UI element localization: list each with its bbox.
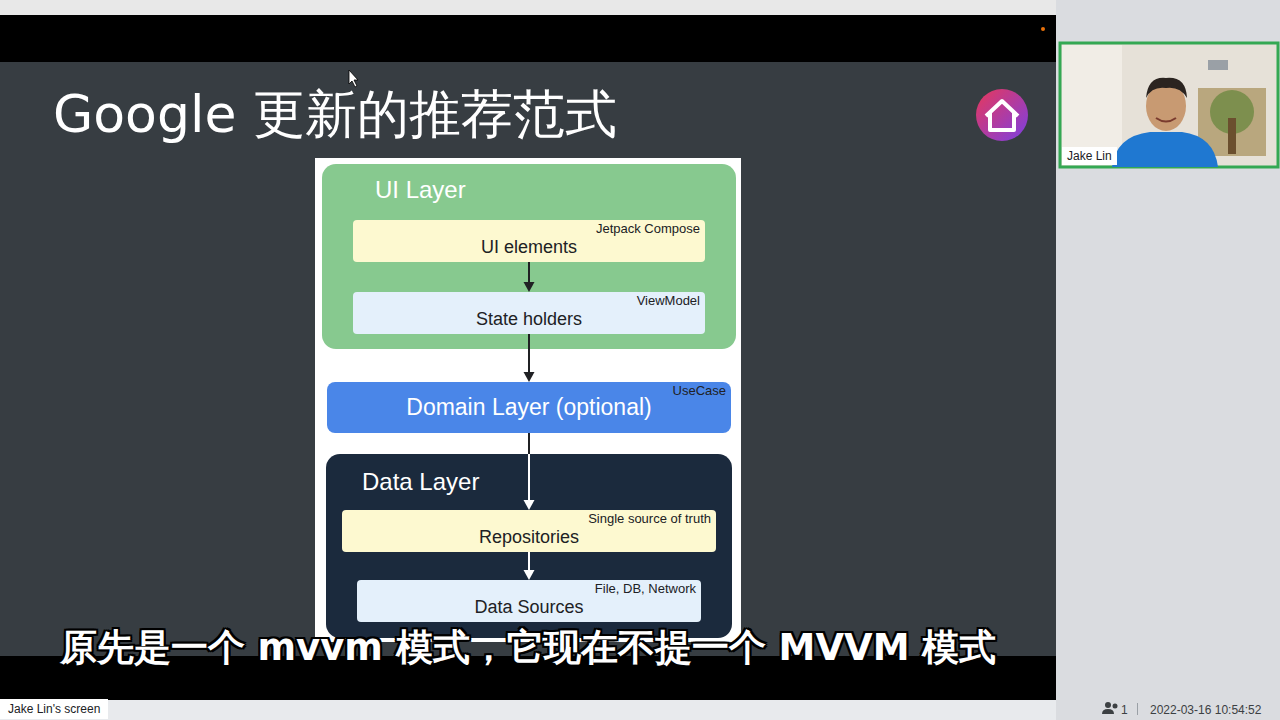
box-tag: Jetpack Compose — [596, 221, 700, 237]
box-label: Data Sources — [357, 595, 701, 619]
box-tag: UseCase — [673, 383, 726, 399]
box-tag: ViewModel — [637, 293, 700, 309]
people-icon — [1102, 702, 1118, 714]
divider — [1137, 703, 1138, 715]
box-label: UI elements — [353, 235, 705, 259]
screen-label: Jake Lin — [1062, 147, 1117, 165]
flow-arrow — [524, 552, 535, 580]
home-icon — [976, 89, 1028, 141]
flow-arrow — [524, 334, 535, 382]
top-strip — [0, 0, 1056, 15]
box-label: Repositories — [342, 525, 716, 549]
video-tile — [1060, 43, 1278, 167]
component-box: RepositoriesSingle source of truth — [342, 510, 716, 552]
layer-box: Data LayerRepositoriesSingle source of t… — [326, 454, 732, 638]
box-tag: File, DB, Network — [595, 581, 696, 597]
slide-title: Google 更新的推荐范式 — [53, 82, 617, 146]
slide-ground — [0, 62, 1056, 656]
screen-label: Jake Lin's screen — [0, 699, 108, 719]
component-box: UI elementsJetpack Compose — [353, 220, 705, 262]
box-tag: Single source of truth — [588, 511, 711, 527]
layer-box: UI Layer UI elementsJetpack ComposeState … — [322, 164, 736, 349]
layer-heading: UI Layer — [375, 176, 466, 204]
flow-arrow — [524, 262, 535, 292]
top-band — [0, 15, 1056, 62]
flow-arrow — [524, 433, 535, 510]
layer-band: Domain Layer (optional)UseCase — [327, 382, 731, 433]
subtitle-caption: 原先是一个 mvvm 模式，它现在不提一个 MVVM 模式 — [0, 624, 1056, 672]
screen-label: 1 — [1121, 702, 1128, 718]
component-box: Data SourcesFile, DB, Network — [357, 580, 701, 622]
diagram-panel — [315, 158, 741, 642]
bottom-strip — [0, 700, 1056, 720]
box-label: Domain Layer (optional) — [327, 382, 731, 433]
layer-heading: Data Layer — [362, 468, 479, 496]
box-label: State holders — [353, 307, 705, 331]
screen-label: 2022-03-16 10:54:52 — [1150, 702, 1261, 718]
status-dot — [1041, 27, 1045, 31]
component-box: State holdersViewModel — [353, 292, 705, 334]
